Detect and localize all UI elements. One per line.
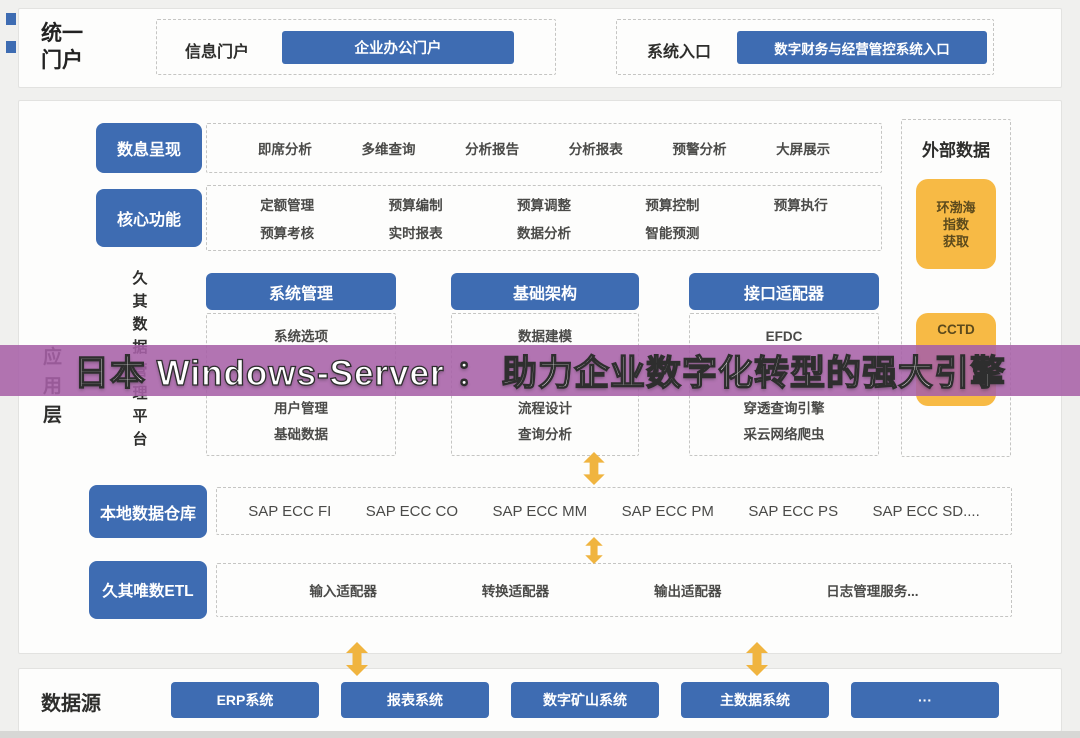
core-functions-box: 定额管理 预算编制 预算调整 预算控制 预算执行 预算考核 实时报表 数据分析 … — [206, 185, 882, 251]
module-label: EFDC — [765, 329, 803, 344]
module-label: 日志管理服务... — [826, 584, 919, 599]
finance-system-entry-button[interactable]: 数字财务与经营管控系统入口 — [737, 31, 987, 64]
master-data-system-button[interactable]: 主数据系统 — [681, 682, 829, 718]
system-mgmt-header: 系统管理 — [206, 273, 396, 310]
report-system-button[interactable]: 报表系统 — [341, 682, 489, 718]
datasource-buttons: ERP系统 报表系统 数字矿山系统 主数据系统 ··· — [171, 682, 999, 718]
info-portal-group: 信息门户 企业办公门户 — [156, 19, 556, 75]
bottom-edge-strip — [0, 731, 1080, 738]
digital-mine-system-button[interactable]: 数字矿山系统 — [511, 682, 659, 718]
etl-header: 久其唯数ETL — [89, 561, 207, 619]
module-label: 流程设计 — [518, 401, 572, 416]
module-label: 穿透查询引擎 — [743, 401, 825, 416]
module-label: 定额管理 — [260, 198, 315, 213]
interface-adapter-header: 接口适配器 — [689, 273, 879, 310]
module-label: SAP ECC MM — [492, 502, 588, 520]
external-data-column: 外部数据 — [901, 119, 1011, 457]
system-entry-label: 系统入口 — [647, 44, 712, 61]
caption-banner-text: 日本 Windows-Server ： 助力企业数字化转型的强大引擎 — [73, 353, 1007, 393]
office-portal-button[interactable]: 企业办公门户 — [282, 31, 514, 64]
more-systems-button[interactable]: ··· — [851, 682, 999, 718]
external-data-title: 外部数据 — [922, 141, 990, 160]
module-label: SAP ECC PM — [621, 502, 714, 520]
core-functions-header: 核心功能 — [96, 189, 202, 247]
module-label: 即席分析 — [257, 142, 312, 157]
presentation-header: 数息呈现 — [96, 123, 202, 173]
portal-title: 统一 门户 — [41, 22, 83, 72]
module-label: 输出适配器 — [653, 584, 722, 599]
infrastructure-box: 数据建模 流程设计 查询分析 — [451, 313, 639, 456]
datasource-title: 数据源 — [41, 693, 101, 715]
module-label: 预算控制 — [645, 198, 700, 213]
module-label: 系统选项 — [274, 329, 328, 344]
module-label: 用户管理 — [274, 401, 328, 416]
module-label: 预算调整 — [516, 198, 571, 213]
local-warehouse-header: 本地数据仓库 — [89, 485, 207, 538]
module-label: 查询分析 — [518, 427, 572, 442]
module-label: 转换适配器 — [481, 584, 550, 599]
module-label: 实时报表 — [388, 226, 443, 241]
erp-system-button[interactable]: ERP系统 — [171, 682, 319, 718]
module-label: SAP ECC PS — [748, 502, 839, 520]
infrastructure-header: 基础架构 — [451, 273, 639, 310]
module-label: 大屏展示 — [776, 142, 831, 157]
module-label: 预算编制 — [388, 198, 443, 213]
module-label: SAP ECC FI — [248, 502, 332, 520]
double-arrow-icon — [744, 642, 770, 676]
module-label: 预算执行 — [773, 198, 828, 213]
module-label: 分析报表 — [568, 142, 623, 157]
presentation-box: 即席分析 多维查询 分析报告 分析报表 预警分析 大屏展示 — [206, 123, 882, 173]
module-label: 数据分析 — [516, 226, 571, 241]
double-arrow-icon — [581, 452, 607, 485]
datasource-bar: 数据源 ERP系统 报表系统 数字矿山系统 主数据系统 ··· — [18, 668, 1062, 732]
decor-square-icon — [6, 41, 16, 53]
decor-square-icon — [6, 13, 16, 25]
module-label: 数据建模 — [518, 329, 572, 344]
module-label: 智能预测 — [645, 226, 700, 241]
module-label: 多维查询 — [361, 142, 416, 157]
module-label: 输入适配器 — [309, 584, 377, 599]
etl-box: 输入适配器 转换适配器 输出适配器 日志管理服务... — [216, 563, 1012, 617]
local-warehouse-box: SAP ECC FI SAP ECC CO SAP ECC MM SAP ECC… — [216, 487, 1012, 535]
system-entry-group: 系统入口 数字财务与经营管控系统入口 — [616, 19, 994, 75]
module-label: 预算考核 — [260, 226, 315, 241]
module-label: 分析报告 — [465, 142, 520, 157]
info-portal-label: 信息门户 — [185, 44, 250, 61]
module-label: SAP ECC SD.... — [872, 502, 980, 520]
module-label: 预警分析 — [672, 142, 727, 157]
double-arrow-icon — [344, 642, 370, 676]
portal-bar: 统一 门户 信息门户 企业办公门户 系统入口 数字财务与经营管控系统入口 — [18, 8, 1062, 88]
module-label: 采云网络爬虫 — [743, 427, 825, 442]
module-label: 基础数据 — [274, 427, 328, 442]
bohai-index-box: 环渤海 指数 获取 — [916, 179, 996, 269]
module-label: SAP ECC CO — [365, 502, 458, 520]
double-arrow-icon — [581, 537, 607, 564]
caption-banner: 日本 Windows-Server ： 助力企业数字化转型的强大引擎 — [0, 345, 1080, 396]
